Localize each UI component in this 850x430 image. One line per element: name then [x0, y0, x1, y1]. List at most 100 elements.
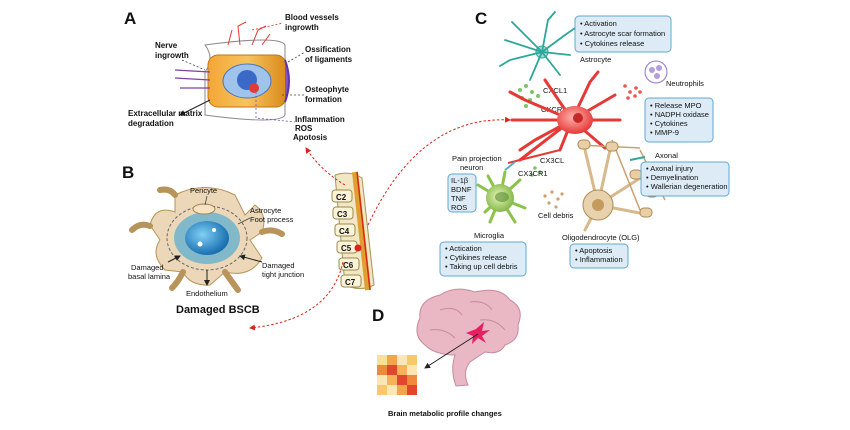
leader-ossification: [287, 51, 306, 63]
label-ecm-1: Extracellular matrix: [128, 109, 203, 118]
label-tight-2: tight junction: [262, 270, 304, 279]
pain-neuron-cell: [507, 70, 622, 164]
label-tight-1: Damaged: [262, 261, 295, 270]
axon-marker: [629, 156, 646, 161]
label-pain-neuron-1: Pain projection: [452, 154, 502, 163]
label-olg: Oligodendrocyte (OLG): [562, 233, 640, 242]
disc-illustration: [174, 21, 290, 121]
arrow-spine-to-c: [367, 116, 511, 226]
cytokines-info-box: [447, 173, 477, 213]
label-microglia: Microglia: [474, 231, 505, 240]
axonal-info-box: [640, 161, 730, 197]
astrocyte-info-box: [574, 15, 672, 53]
cx3cl-dots: [530, 166, 542, 177]
neutrophil-box-line-2: • NADPH oxidase: [650, 110, 709, 119]
neutrophil-info-box: [644, 97, 714, 143]
cytokine-bdnf: BDNF: [451, 185, 472, 194]
label-astrocyte: Astrocyte: [580, 55, 611, 64]
arrow-brain-to-heatmap: [424, 333, 479, 369]
leader-foot: [237, 217, 251, 225]
label-cx3cl: CX3CL: [540, 156, 564, 165]
astrocyte-box-line-2: • Astrocyte scar formation: [580, 29, 665, 38]
axonal-box-line-1: • Axonal injury: [646, 164, 693, 173]
neutrophil-box-line-4: • MMP-9: [650, 128, 679, 137]
cytokine-tnf: TNF: [451, 194, 466, 203]
label-blood-vessels-2: ingrowth: [285, 23, 319, 32]
spine-label-c4: C4: [339, 227, 350, 236]
cervical-spine: [331, 171, 375, 291]
label-basal-1: Damaged: [131, 263, 164, 272]
label-ecm-2: degradation: [128, 119, 174, 128]
microglia-box-line-2: • Cytikines release: [445, 253, 507, 262]
olg-box-line-2: • Inflammation: [575, 255, 623, 264]
spine-label-c7: C7: [345, 278, 356, 287]
label-osteophyte-1: Osteophyte: [305, 85, 350, 94]
label-neutrophils: Neutrophils: [666, 79, 704, 88]
brain-illustration: [416, 288, 521, 387]
metabolic-heatmap: [377, 355, 417, 395]
panel-c-letter: C: [475, 9, 487, 28]
cx3cr1-receptor: [504, 161, 516, 171]
label-inflammation: Inflammation: [295, 115, 345, 124]
microglia-cell: [476, 170, 527, 224]
label-ros: ROS: [295, 124, 313, 133]
label-cxcl1: CXCL1: [543, 86, 567, 95]
label-ossification-1: Ossification: [305, 45, 351, 54]
panel-a-letter: A: [124, 9, 136, 28]
arrow-ecm: [179, 99, 211, 116]
neutrophil-box-line-3: • Cytokines: [650, 119, 688, 128]
label-nerve-2: ingrowth: [155, 51, 189, 60]
bscb-illustration: [129, 186, 285, 293]
label-osteophyte-2: formation: [305, 95, 342, 104]
label-basal-2: basal lamina: [128, 272, 171, 281]
label-cxcr2: CXCR2: [541, 105, 566, 114]
spine-label-c2: C2: [336, 193, 347, 202]
astrocyte-box-line-1: • Activation: [580, 19, 617, 28]
label-ossification-2: of ligaments: [305, 55, 353, 64]
olg-info-box: [569, 243, 629, 269]
label-nerve-1: Nerve: [155, 41, 178, 50]
microglia-box-line-3: • Taking up cell debris: [445, 262, 518, 271]
axonal-box-line-2: • Demyelination: [646, 173, 698, 182]
label-blood-vessels-1: Blood vessels: [285, 13, 339, 22]
neutrophil-granules: [623, 84, 642, 100]
arrow-spine-to-a: [305, 147, 346, 186]
microglia-box-line-1: • Actication: [445, 244, 482, 253]
cell-debris-dots: [543, 190, 564, 209]
label-brain-metabolic: Brain metabolic profile changes: [388, 409, 502, 418]
arrow-basal: [167, 255, 181, 263]
leader-nerve: [181, 59, 206, 71]
microglia-info-box: [439, 241, 527, 277]
astrocyte-box-line-3: • Cytokines release: [580, 39, 644, 48]
label-astrocyte-foot-2: Foot process: [250, 215, 294, 224]
spine-label-c6: C6: [343, 261, 354, 270]
label-damaged-bscb: Damaged BSCB: [176, 304, 260, 316]
leader-inflammation: [255, 92, 296, 123]
label-apotosis: Apotosis: [293, 133, 328, 142]
panel-b-letter: B: [122, 163, 134, 182]
cytokine-ros: ROS: [451, 203, 467, 212]
label-cx3cr1: CX3CR1: [518, 169, 548, 178]
leader-blood: [251, 22, 284, 31]
label-cell-debris: Cell debris: [538, 211, 574, 220]
neutrophil-box-line-1: • Release MPO: [650, 101, 702, 110]
label-astrocyte-foot-1: Astrocyte: [250, 206, 281, 215]
spine-label-c5: C5: [341, 244, 352, 253]
label-pericyte: Pericyte: [190, 186, 217, 195]
spine-label-c3: C3: [337, 210, 348, 219]
olg-box-line-1: • Apoptosis: [575, 246, 612, 255]
arrow-tight: [239, 254, 263, 263]
axonal-box-line-3: • Wallerian degeneration: [646, 182, 728, 191]
arrow-spine-to-b: [249, 261, 344, 331]
oligodendrocyte-cell: [577, 139, 666, 232]
label-axonal: Axonal: [655, 151, 678, 160]
label-pain-neuron-2: neuron: [460, 163, 483, 172]
cytokine-il1b: IL-1β: [451, 176, 469, 185]
leader-pericyte: [204, 195, 208, 206]
panel-d-letter: D: [372, 306, 384, 325]
neutrophil-cell: [644, 60, 668, 84]
astrocyte-cell: [499, 11, 576, 81]
label-endothelium: Endothelium: [186, 289, 228, 298]
